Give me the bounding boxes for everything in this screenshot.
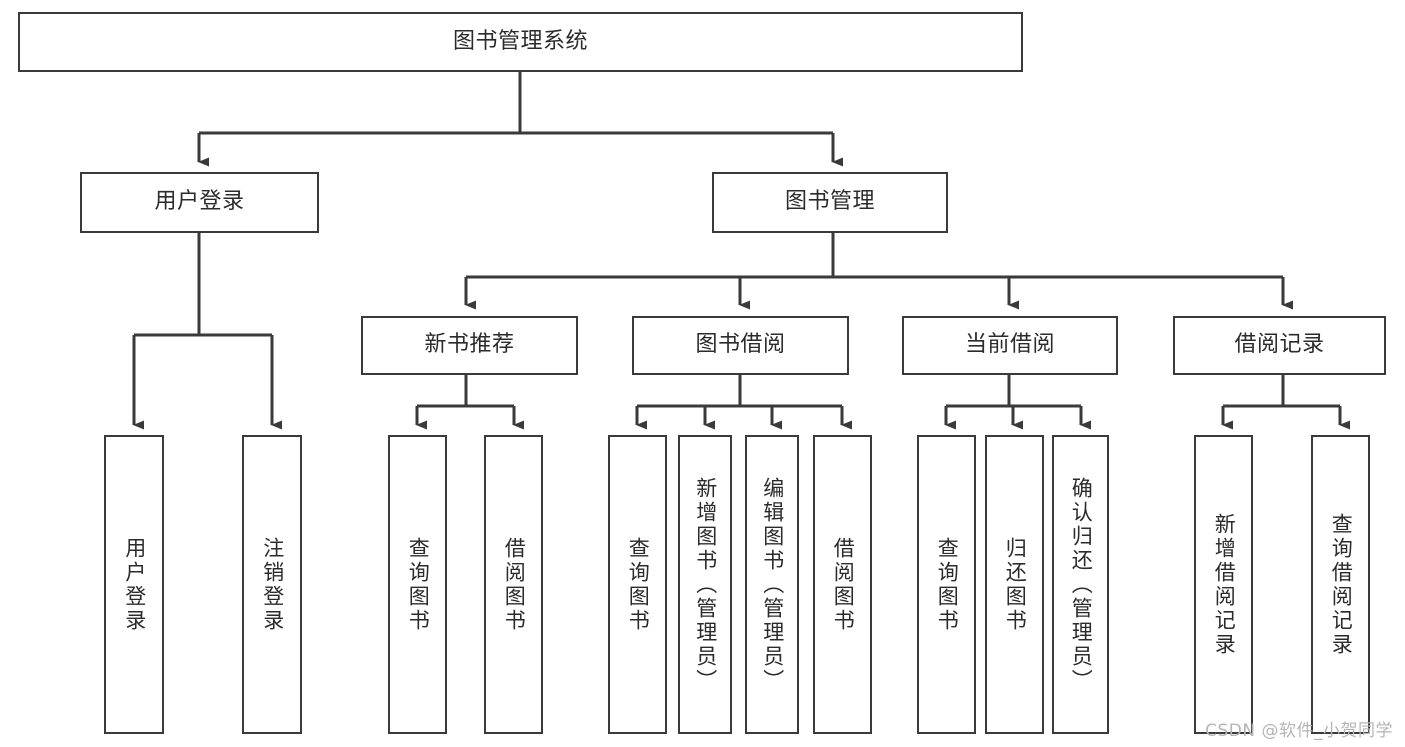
node-label: 新增借阅记录 xyxy=(1212,512,1237,657)
node-label: 编辑图书（管理员） xyxy=(760,476,785,693)
node-label: 确认归还（管理员） xyxy=(1069,476,1094,693)
leaf-user-login[interactable]: 用户登录 xyxy=(104,435,164,734)
leaf-return-book[interactable]: 归还图书 xyxy=(985,435,1044,734)
node-label: 借阅图书 xyxy=(831,536,856,633)
leaf-query-borrow-record[interactable]: 查询借阅记录 xyxy=(1311,435,1370,734)
node-label: 借阅图书 xyxy=(502,536,527,633)
node-label: 新书推荐 xyxy=(424,332,515,358)
leaf-edit-book-admin[interactable]: 编辑图书（管理员） xyxy=(745,435,799,734)
watermark-text: CSDN @软件_小贺同学 xyxy=(1205,721,1393,741)
node-label: 图书管理 xyxy=(784,189,875,215)
node-book-borrow[interactable]: 图书借阅 xyxy=(632,316,849,375)
node-label: 用户登录 xyxy=(122,536,147,633)
node-label: 注销登录 xyxy=(260,536,285,633)
leaf-query-book-newbook[interactable]: 查询图书 xyxy=(388,435,447,734)
leaf-logout[interactable]: 注销登录 xyxy=(242,435,302,734)
leaf-add-book-admin[interactable]: 新增图书（管理员） xyxy=(678,435,732,734)
node-label: 图书借阅 xyxy=(695,332,786,358)
leaf-borrow-book-newbook[interactable]: 借阅图书 xyxy=(484,435,543,734)
node-label: 当前借阅 xyxy=(964,332,1055,358)
node-label: 图书管理系统 xyxy=(452,28,588,54)
node-label: 查询图书 xyxy=(626,536,651,633)
node-book-management[interactable]: 图书管理 xyxy=(712,172,948,233)
node-root-system[interactable]: 图书管理系统 xyxy=(18,12,1023,72)
node-label: 用户登录 xyxy=(154,189,245,215)
node-label: 归还图书 xyxy=(1003,536,1028,633)
node-current-borrow[interactable]: 当前借阅 xyxy=(902,316,1118,375)
node-label: 查询图书 xyxy=(406,536,431,633)
node-label: 查询借阅记录 xyxy=(1329,512,1354,657)
leaf-add-borrow-record[interactable]: 新增借阅记录 xyxy=(1194,435,1253,734)
node-label: 新增图书（管理员） xyxy=(693,476,718,693)
leaf-query-book-current[interactable]: 查询图书 xyxy=(917,435,976,734)
node-new-book-recommend[interactable]: 新书推荐 xyxy=(361,316,578,375)
node-borrow-record[interactable]: 借阅记录 xyxy=(1173,316,1386,375)
node-label: 借阅记录 xyxy=(1234,332,1325,358)
node-user-login[interactable]: 用户登录 xyxy=(80,172,319,233)
leaf-confirm-return-admin[interactable]: 确认归还（管理员） xyxy=(1052,435,1109,734)
leaf-query-book-borrow[interactable]: 查询图书 xyxy=(608,435,667,734)
node-label: 查询图书 xyxy=(935,536,960,633)
leaf-borrow-book[interactable]: 借阅图书 xyxy=(813,435,872,734)
